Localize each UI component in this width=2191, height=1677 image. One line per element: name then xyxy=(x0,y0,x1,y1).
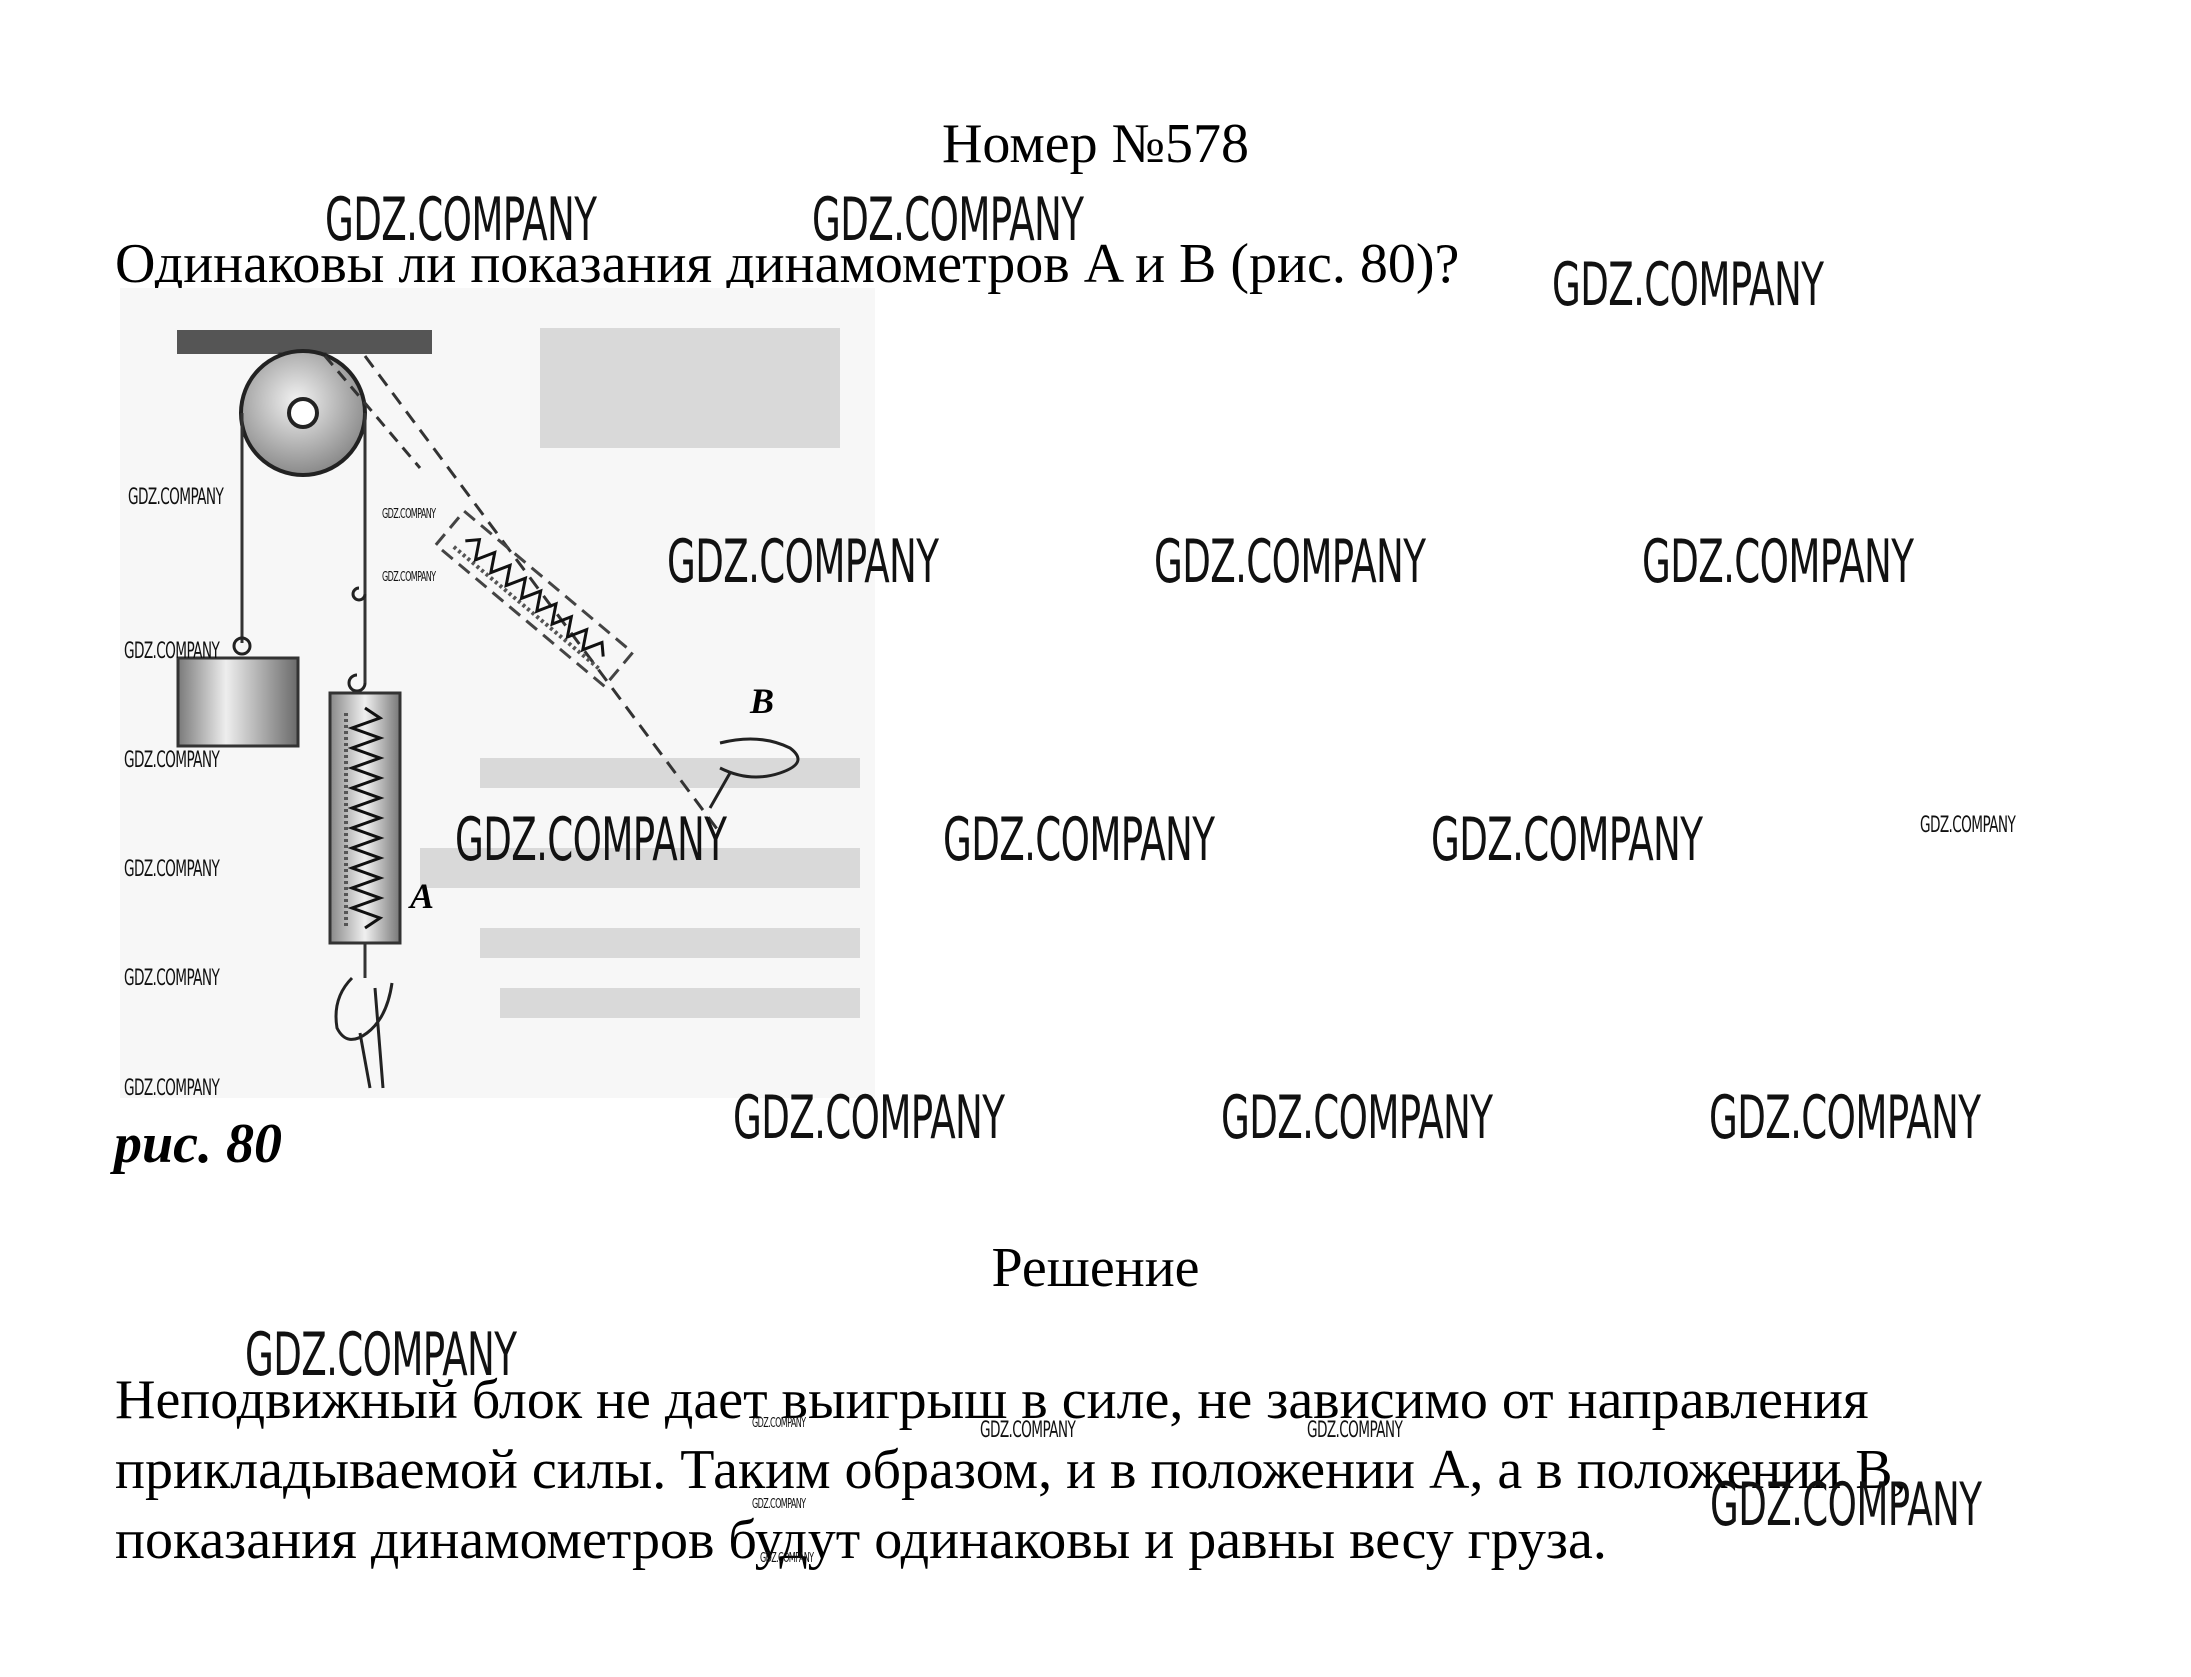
solution-heading: Решение xyxy=(991,1237,1200,1299)
watermark: GDZ.COMPANY xyxy=(1221,1083,1493,1153)
watermark: GDZ.COMPANY xyxy=(124,639,220,664)
watermark: GDZ.COMPANY xyxy=(325,185,597,255)
hand-a xyxy=(334,976,394,1089)
watermark: GDZ.COMPANY xyxy=(1709,1083,1981,1153)
dynamometer-a xyxy=(328,691,402,978)
solution-text: Неподвижный блок не дает выигрыш в силе,… xyxy=(115,1365,2075,1575)
load-weight xyxy=(176,656,300,748)
watermark: GDZ.COMPANY xyxy=(752,1497,806,1512)
pulley-axle xyxy=(287,397,319,429)
watermark: GDZ.COMPANY xyxy=(812,185,1084,255)
watermark: GDZ.COMPANY xyxy=(455,805,727,875)
solution-line: Неподвижный блок не дает выигрыш в силе,… xyxy=(115,1369,1869,1431)
solution-line: показания динамометров будут одинаковы и… xyxy=(115,1509,1607,1571)
watermark: GDZ.COMPANY xyxy=(1920,813,2016,838)
figure-caption: рис. 80 xyxy=(114,1113,282,1175)
watermark: GDZ.COMPANY xyxy=(128,485,224,510)
watermark: GDZ.COMPANY xyxy=(124,748,220,773)
watermark: GDZ.COMPANY xyxy=(1710,1470,1982,1540)
hand-b xyxy=(708,737,800,809)
watermark: GDZ.COMPANY xyxy=(1552,250,1824,320)
watermark: GDZ.COMPANY xyxy=(124,1076,220,1101)
watermark: GDZ.COMPANY xyxy=(245,1320,517,1390)
question-text: Одинаковы ли показания динамометров A и … xyxy=(115,233,1460,295)
solution-line: прикладываемой силы. Таким образом, и в … xyxy=(115,1439,1907,1501)
label-a: A xyxy=(408,876,434,916)
watermark: GDZ.COMPANY xyxy=(667,527,939,597)
pulley-figure: A B xyxy=(120,288,875,1098)
watermark: GDZ.COMPANY xyxy=(1154,527,1426,597)
watermark: GDZ.COMPANY xyxy=(752,1416,806,1431)
watermark: GDZ.COMPANY xyxy=(124,966,220,991)
page-title: Номер №578 xyxy=(941,113,1250,175)
watermark: GDZ.COMPANY xyxy=(382,570,436,585)
watermark: GDZ.COMPANY xyxy=(382,507,436,522)
pulley-diagram: A B xyxy=(120,288,875,1098)
watermark: GDZ.COMPANY xyxy=(980,1418,1076,1443)
watermark: GDZ.COMPANY xyxy=(124,857,220,882)
label-b: B xyxy=(749,681,774,721)
watermark: GDZ.COMPANY xyxy=(1642,527,1914,597)
watermark: GDZ.COMPANY xyxy=(943,805,1215,875)
watermark: GDZ.COMPANY xyxy=(760,1551,814,1566)
watermark: GDZ.COMPANY xyxy=(1307,1418,1403,1443)
rope-to-dynamometer-b xyxy=(363,355,722,834)
watermark: GDZ.COMPANY xyxy=(1431,805,1703,875)
watermark: GDZ.COMPANY xyxy=(733,1083,1005,1153)
